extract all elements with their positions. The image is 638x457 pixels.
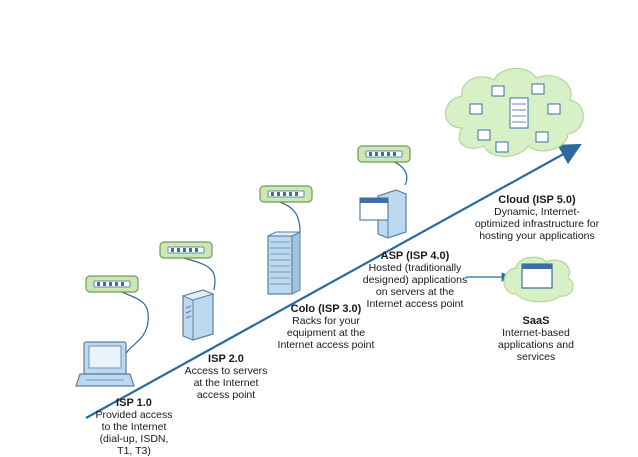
stage-title: ISP 2.0 [208,353,244,365]
rack-server-icon [267,231,301,295]
saas-label: SaaS Internet-based applications and ser… [486,315,586,363]
stage-title: ISP 1.0 [116,397,152,409]
tower-server-icon [181,289,215,341]
network-switch-icon [85,275,139,293]
stage-label-asp: ASP (ISP 4.0) Hosted (traditionally desi… [354,250,476,310]
stage-label-colo: Colo (ISP 3.0) Racks for your equipment … [268,303,384,351]
stage-description: Hosted (traditionally designed) applicat… [362,262,468,310]
stage-description: Provided access to the Internet (dial-up… [95,409,173,457]
stage-description: Dynamic, Internet- optimized infrastruct… [474,206,600,242]
network-switch-icon [357,145,411,163]
stage-title: ASP (ISP 4.0) [380,250,450,262]
asp-server-icon [359,189,407,239]
stage-title: Colo (ISP 3.0) [290,303,362,315]
stage-description: Racks for your equipment at the Internet… [277,315,375,351]
evolution-arrow [85,143,582,419]
cloud-icon [445,67,584,158]
network-switch-icon [159,241,213,259]
saas-title: SaaS [522,315,550,327]
saas-cloud-icon [503,256,574,303]
stage-title: Cloud (ISP 5.0) [498,194,576,206]
stage-label-cloud: Cloud (ISP 5.0) Dynamic, Internet- optim… [462,194,612,242]
desktop-computer-icon [75,341,135,387]
saas-description: Internet-based applications and services [498,327,574,363]
network-switch-icon [259,185,313,203]
stage-label-isp2: ISP 2.0 Access to servers at the Interne… [176,353,276,401]
stage-label-isp1: ISP 1.0 Provided access to the Internet … [82,397,186,457]
stage-description: Access to servers at the Internet access… [184,365,268,401]
